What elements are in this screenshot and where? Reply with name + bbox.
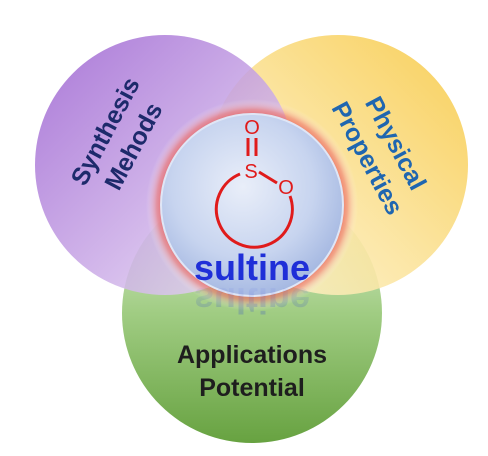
applications-label-line1: Applications xyxy=(177,341,327,369)
center-core xyxy=(160,113,344,297)
sultine-label: sultine xyxy=(194,247,310,288)
bond-sulfur-oxygen-ring xyxy=(258,170,278,185)
atom-sulfur: S xyxy=(244,161,257,183)
atom-oxygen-ring: O xyxy=(278,177,294,199)
sultine-label-reflection: sultine xyxy=(194,280,310,321)
ring-bonds xyxy=(214,172,294,249)
sultine-molecule: O S O xyxy=(214,117,294,249)
applications-label-line2: Potential xyxy=(199,374,305,402)
atom-oxygen-top: O xyxy=(244,117,260,139)
